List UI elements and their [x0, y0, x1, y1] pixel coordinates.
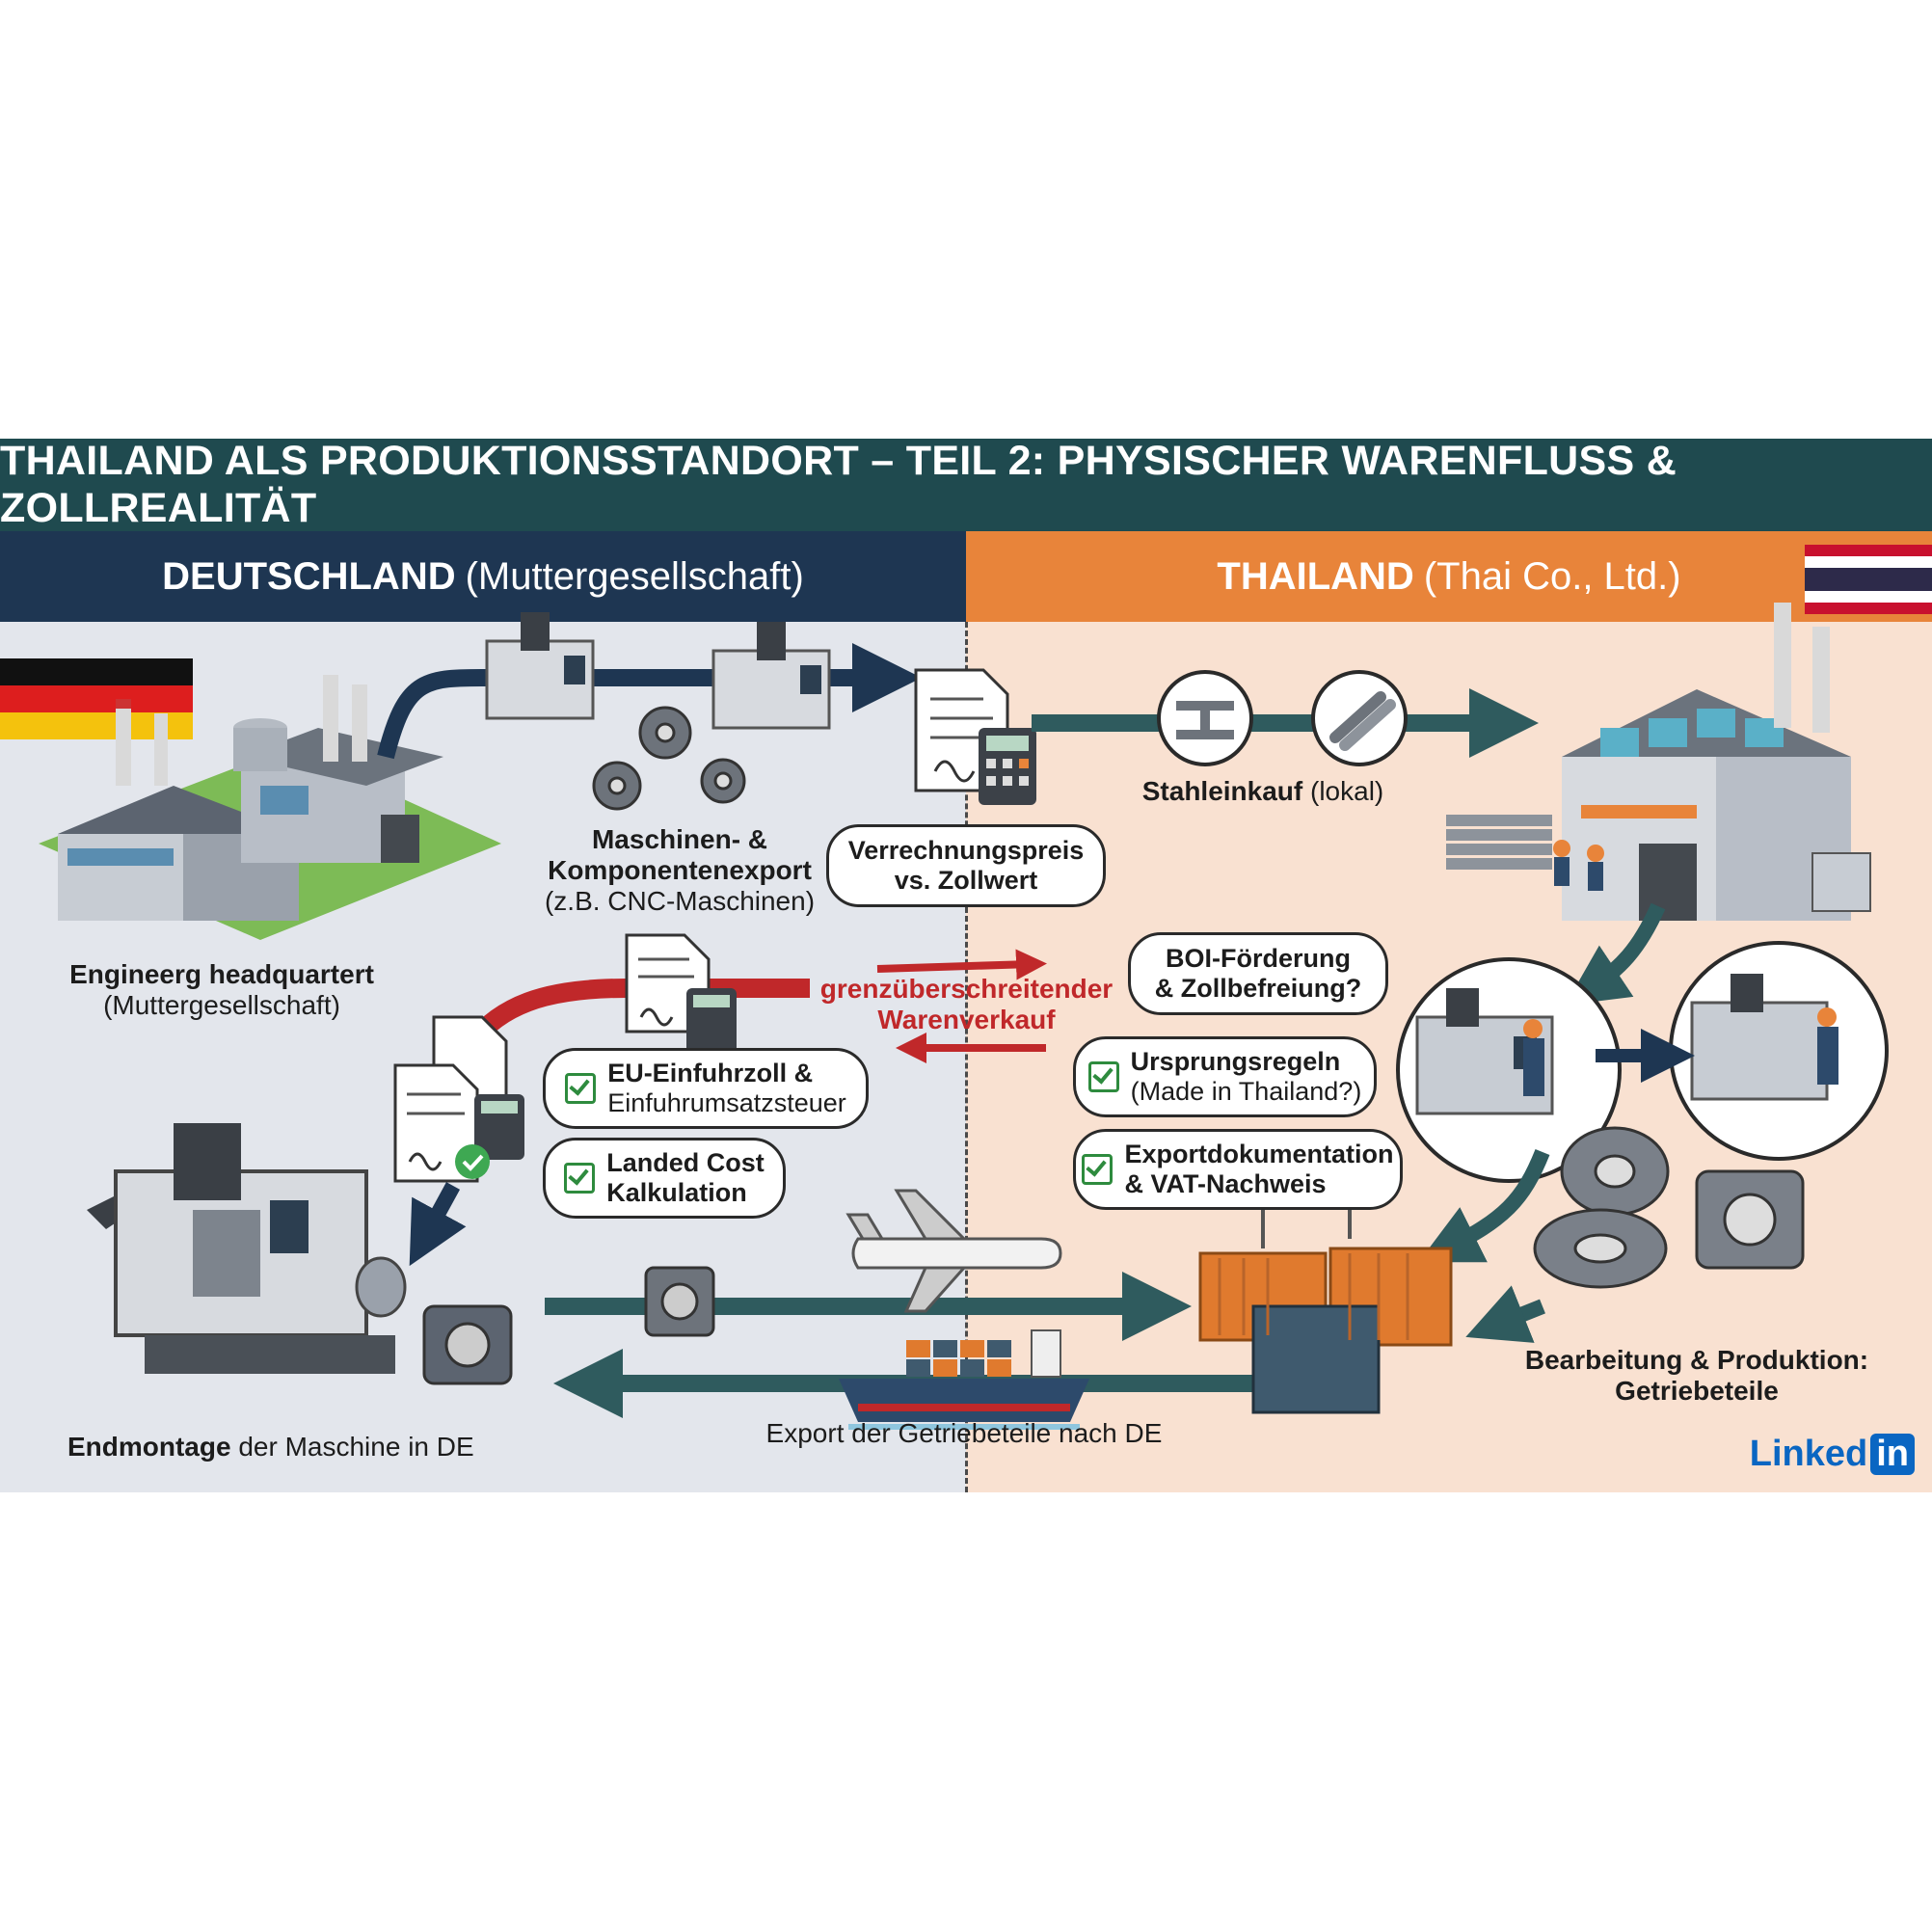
boi-line1: BOI-Förderung: [1166, 944, 1351, 973]
eu-duty-text: EU-Einfuhrzoll & Einfuhrumsatzsteuer: [607, 1059, 846, 1118]
thailand-name: THAILAND: [1217, 554, 1414, 598]
flag-th-icon: [1805, 545, 1932, 614]
calculator-icon: [979, 728, 1036, 805]
landed-cost-text: Landed Cost Kalkulation: [606, 1148, 765, 1208]
worker-icon: [1553, 840, 1604, 891]
gearbox-icon: [1533, 1126, 1805, 1289]
origin-rules-line2: (Made in Thailand?): [1130, 1077, 1362, 1106]
check-icon: [1082, 1154, 1114, 1185]
landed-cost-line1: Landed Cost: [606, 1148, 765, 1177]
linkedin-logo-badge: in: [1870, 1434, 1915, 1475]
document-icon: [393, 933, 711, 1183]
cargo-ship-icon: [839, 1329, 1089, 1430]
steel-label-sub: (lokal): [1310, 776, 1384, 806]
landed-cost-line2: Kalkulation: [606, 1178, 747, 1207]
page-title: THAILAND ALS PRODUKTIONSSTANDORT – TEIL …: [0, 439, 1932, 531]
linkedin-logo-text: Linked: [1749, 1434, 1868, 1474]
export-label-line3: (z.B. CNC-Maschinen): [544, 886, 816, 916]
steel-label: Stahleinkauf (lokal): [1109, 776, 1417, 807]
production-label-line2: Getriebeteile: [1615, 1376, 1779, 1406]
steel-pipes-icon: [1311, 670, 1408, 766]
origin-rules-line1: Ursprungsregeln: [1130, 1047, 1341, 1076]
container-icon: [1198, 1200, 1453, 1414]
hq-label-sub: (Muttergesellschaft): [103, 990, 340, 1020]
boi-line2: & Zollbefreiung?: [1154, 974, 1362, 1003]
cnc-machine-icon: [485, 612, 831, 730]
hq-label: Engineerg headquartert (Muttergesellscha…: [39, 959, 405, 1021]
steel-beam-icon: [1157, 670, 1253, 766]
flow-illustration: [0, 545, 1932, 1430]
hq-label-bold: Engineerg headquartert: [69, 959, 374, 989]
boi-pill: BOI-Förderung & Zollbefreiung?: [1128, 932, 1388, 1015]
check-icon: [455, 1144, 490, 1179]
export-docs-text: Exportdokumentation & VAT-Nachweis: [1124, 1140, 1393, 1199]
origin-rules-text: Ursprungsregeln (Made in Thailand?): [1131, 1047, 1362, 1107]
gearbox-icon: [644, 1266, 715, 1337]
production-label-line1: Bearbeitung & Produktion:: [1524, 1345, 1869, 1375]
cross-border-line1: grenzüberschreitender: [819, 974, 1114, 1004]
export-label: Maschinen- & Komponentenexport (z.B. CNC…: [501, 824, 858, 917]
germany-name: DEUTSCHLAND: [162, 554, 456, 598]
assembly-label: Endmontage der Maschine in DE: [67, 1432, 492, 1462]
gearbox-icon: [422, 1304, 513, 1385]
check-icon: [1087, 1061, 1119, 1092]
landed-cost-pill: Landed Cost Kalkulation: [543, 1138, 786, 1219]
thailand-subtitle: (Thai Co., Ltd.): [1423, 554, 1681, 598]
factory-icon: [1446, 603, 1871, 921]
eu-duty-pill: EU-Einfuhrzoll & Einfuhrumsatzsteuer: [543, 1048, 869, 1129]
calculator-icon: [474, 988, 737, 1160]
check-icon: [565, 1073, 597, 1104]
border-divider: [965, 622, 968, 1492]
germany-subtitle: (Muttergesellschaft): [465, 554, 804, 598]
cross-border-label: grenzüberschreitender Warenverkauf: [815, 974, 1118, 1035]
assembly-label-sub: der Maschine in DE: [238, 1432, 474, 1462]
export-docs-line1: Exportdokumentation: [1124, 1140, 1394, 1168]
cnc-machine-icon: [1396, 941, 1889, 1183]
export-label-line1: Maschinen- &: [591, 824, 768, 854]
infographic: THAILAND ALS PRODUKTIONSSTANDORT – TEIL …: [0, 439, 1932, 1492]
transfer-price-pill: Verrechnungspreis vs. Zollwert: [826, 824, 1106, 907]
gear-icon: [592, 706, 746, 811]
export-docs-pill: Exportdokumentation & VAT-Nachweis: [1073, 1129, 1403, 1210]
steel-label-bold: Stahleinkauf: [1141, 776, 1303, 806]
airplane-icon: [845, 1189, 1062, 1313]
export-docs-line2: & VAT-Nachweis: [1124, 1169, 1327, 1198]
transfer-price-line1: Verrechnungspreis: [847, 836, 1085, 865]
origin-rules-pill: Ursprungsregeln (Made in Thailand?): [1073, 1036, 1377, 1117]
eu-duty-line2: Einfuhrumsatzsteuer: [607, 1088, 846, 1117]
assembly-label-bold: Endmontage: [67, 1432, 231, 1462]
check-icon: [564, 1163, 596, 1194]
eu-duty-line1: EU-Einfuhrzoll &: [607, 1059, 814, 1087]
thailand-header: THAILAND (Thai Co., Ltd.): [966, 531, 1932, 622]
transfer-price-line2: vs. Zollwert: [894, 866, 1038, 895]
cross-border-line2: Warenverkauf: [877, 1005, 1056, 1034]
export-label-line2: Komponentenexport: [548, 855, 812, 885]
production-label: Bearbeitung & Produktion: Getriebeteile: [1504, 1345, 1890, 1407]
flag-de-icon: [0, 658, 193, 739]
export-back-label: Export der Getriebeteile nach DE: [765, 1418, 1163, 1448]
cnc-machine-icon: [87, 1123, 407, 1374]
factory-icon: [39, 675, 501, 940]
germany-header: DEUTSCHLAND (Muttergesellschaft): [0, 531, 966, 622]
